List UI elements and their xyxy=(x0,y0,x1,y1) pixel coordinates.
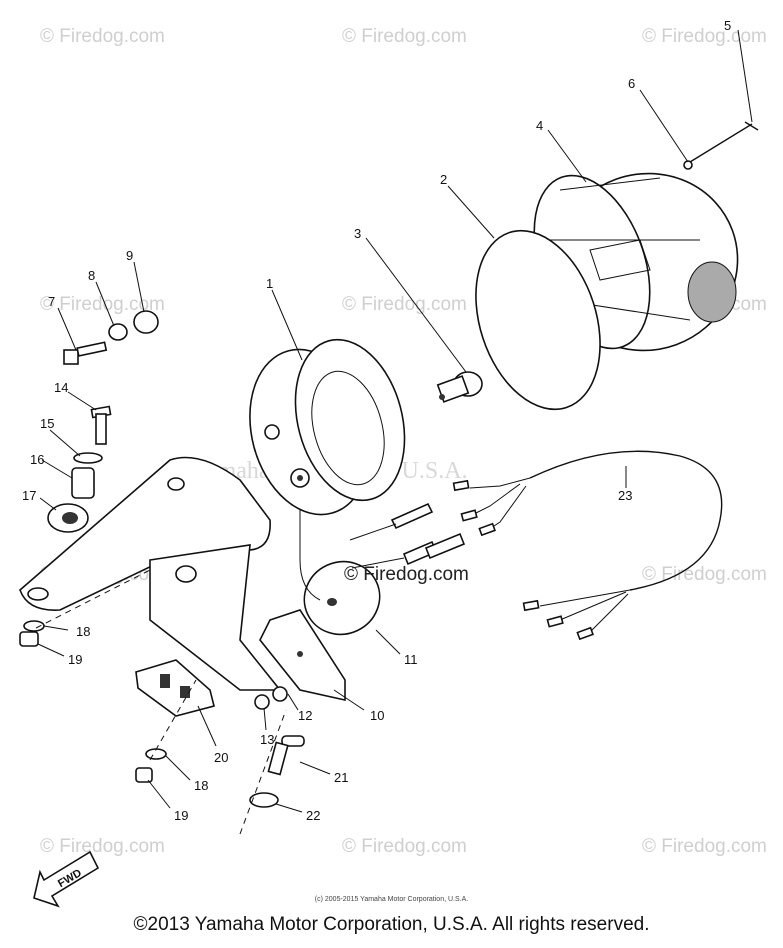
callout-14: 14 xyxy=(54,380,68,395)
part-9-grommet xyxy=(133,310,159,334)
part-17-nut xyxy=(47,503,89,533)
watermark-bottom-center: © Firedog.com xyxy=(342,836,467,857)
callout-9: 9 xyxy=(126,248,133,263)
callout-19-lower: 19 xyxy=(174,808,188,823)
part-15-washer xyxy=(73,452,103,464)
watermark-bottom-right: © Firedog.com xyxy=(642,836,767,857)
callout-10: 10 xyxy=(370,708,384,723)
watermark-mid-center: © Firedog.com xyxy=(342,294,467,315)
callout-8: 8 xyxy=(88,268,95,283)
part-21-bolt xyxy=(267,735,305,776)
part-14-bolt xyxy=(90,405,112,445)
part-8-washer xyxy=(108,323,128,341)
part-20-reflector xyxy=(135,659,215,717)
wire-connectors xyxy=(349,502,466,569)
callout-13: 13 xyxy=(260,732,274,747)
alignment-lines xyxy=(35,569,287,835)
fine-print-copyright: (c) 2005-2015 Yamaha Motor Corporation, … xyxy=(314,896,469,903)
callout-5: 5 xyxy=(724,18,731,33)
part-19-nut-upper xyxy=(19,631,39,647)
callout-20: 20 xyxy=(214,750,228,765)
part-5-screw xyxy=(689,121,759,163)
leader-lines xyxy=(37,29,753,813)
callout-12: 12 xyxy=(298,708,312,723)
part-2-gasket xyxy=(475,229,601,411)
callout-15: 15 xyxy=(40,416,54,431)
part-11-license-light xyxy=(299,510,381,636)
callout-17: 17 xyxy=(22,488,36,503)
watermark-mid-left: © Firedog.com xyxy=(40,294,165,315)
callout-2: 2 xyxy=(440,172,447,187)
callout-22: 22 xyxy=(306,808,320,823)
callout-18-upper: 18 xyxy=(76,624,90,639)
part-6-washer xyxy=(683,160,693,170)
watermark-top-right: © Firedog.com xyxy=(642,26,767,47)
part-16-collar xyxy=(71,467,95,499)
watermark-center-dark: © Firedog.com xyxy=(344,564,469,585)
part-13-washer xyxy=(254,694,270,710)
part-19-nut-lower xyxy=(135,767,153,783)
part-23-wire-harness xyxy=(452,450,723,641)
callout-18-lower: 18 xyxy=(194,778,208,793)
part-10-bracket xyxy=(19,456,346,701)
callout-numbers: 5 6 4 2 3 1 7 8 9 14 15 16 17 18 19 20 1… xyxy=(22,18,731,823)
copyright-notice: ©2013 Yamaha Motor Corporation, U.S.A. A… xyxy=(133,914,650,935)
callout-6: 6 xyxy=(628,76,635,91)
part-3-bulb xyxy=(436,371,483,403)
watermark-low-right: © Firedog.com xyxy=(642,564,767,585)
callout-1: 1 xyxy=(266,276,273,291)
callout-16: 16 xyxy=(30,452,44,467)
callout-3: 3 xyxy=(354,226,361,241)
callout-23: 23 xyxy=(618,488,632,503)
part-1-base xyxy=(249,338,406,516)
watermark-top-left: © Firedog.com xyxy=(40,26,165,47)
part-22-washer xyxy=(249,792,279,808)
callout-21: 21 xyxy=(334,770,348,785)
callout-7: 7 xyxy=(48,294,55,309)
callout-11: 11 xyxy=(404,652,418,667)
part-12-nut xyxy=(272,686,288,702)
part-7-bolt xyxy=(63,341,108,365)
callout-19-upper: 19 xyxy=(68,652,82,667)
watermark-bottom-left: © Firedog.com xyxy=(40,836,165,857)
callout-4: 4 xyxy=(536,118,543,133)
watermark-top-center: © Firedog.com xyxy=(342,26,467,47)
